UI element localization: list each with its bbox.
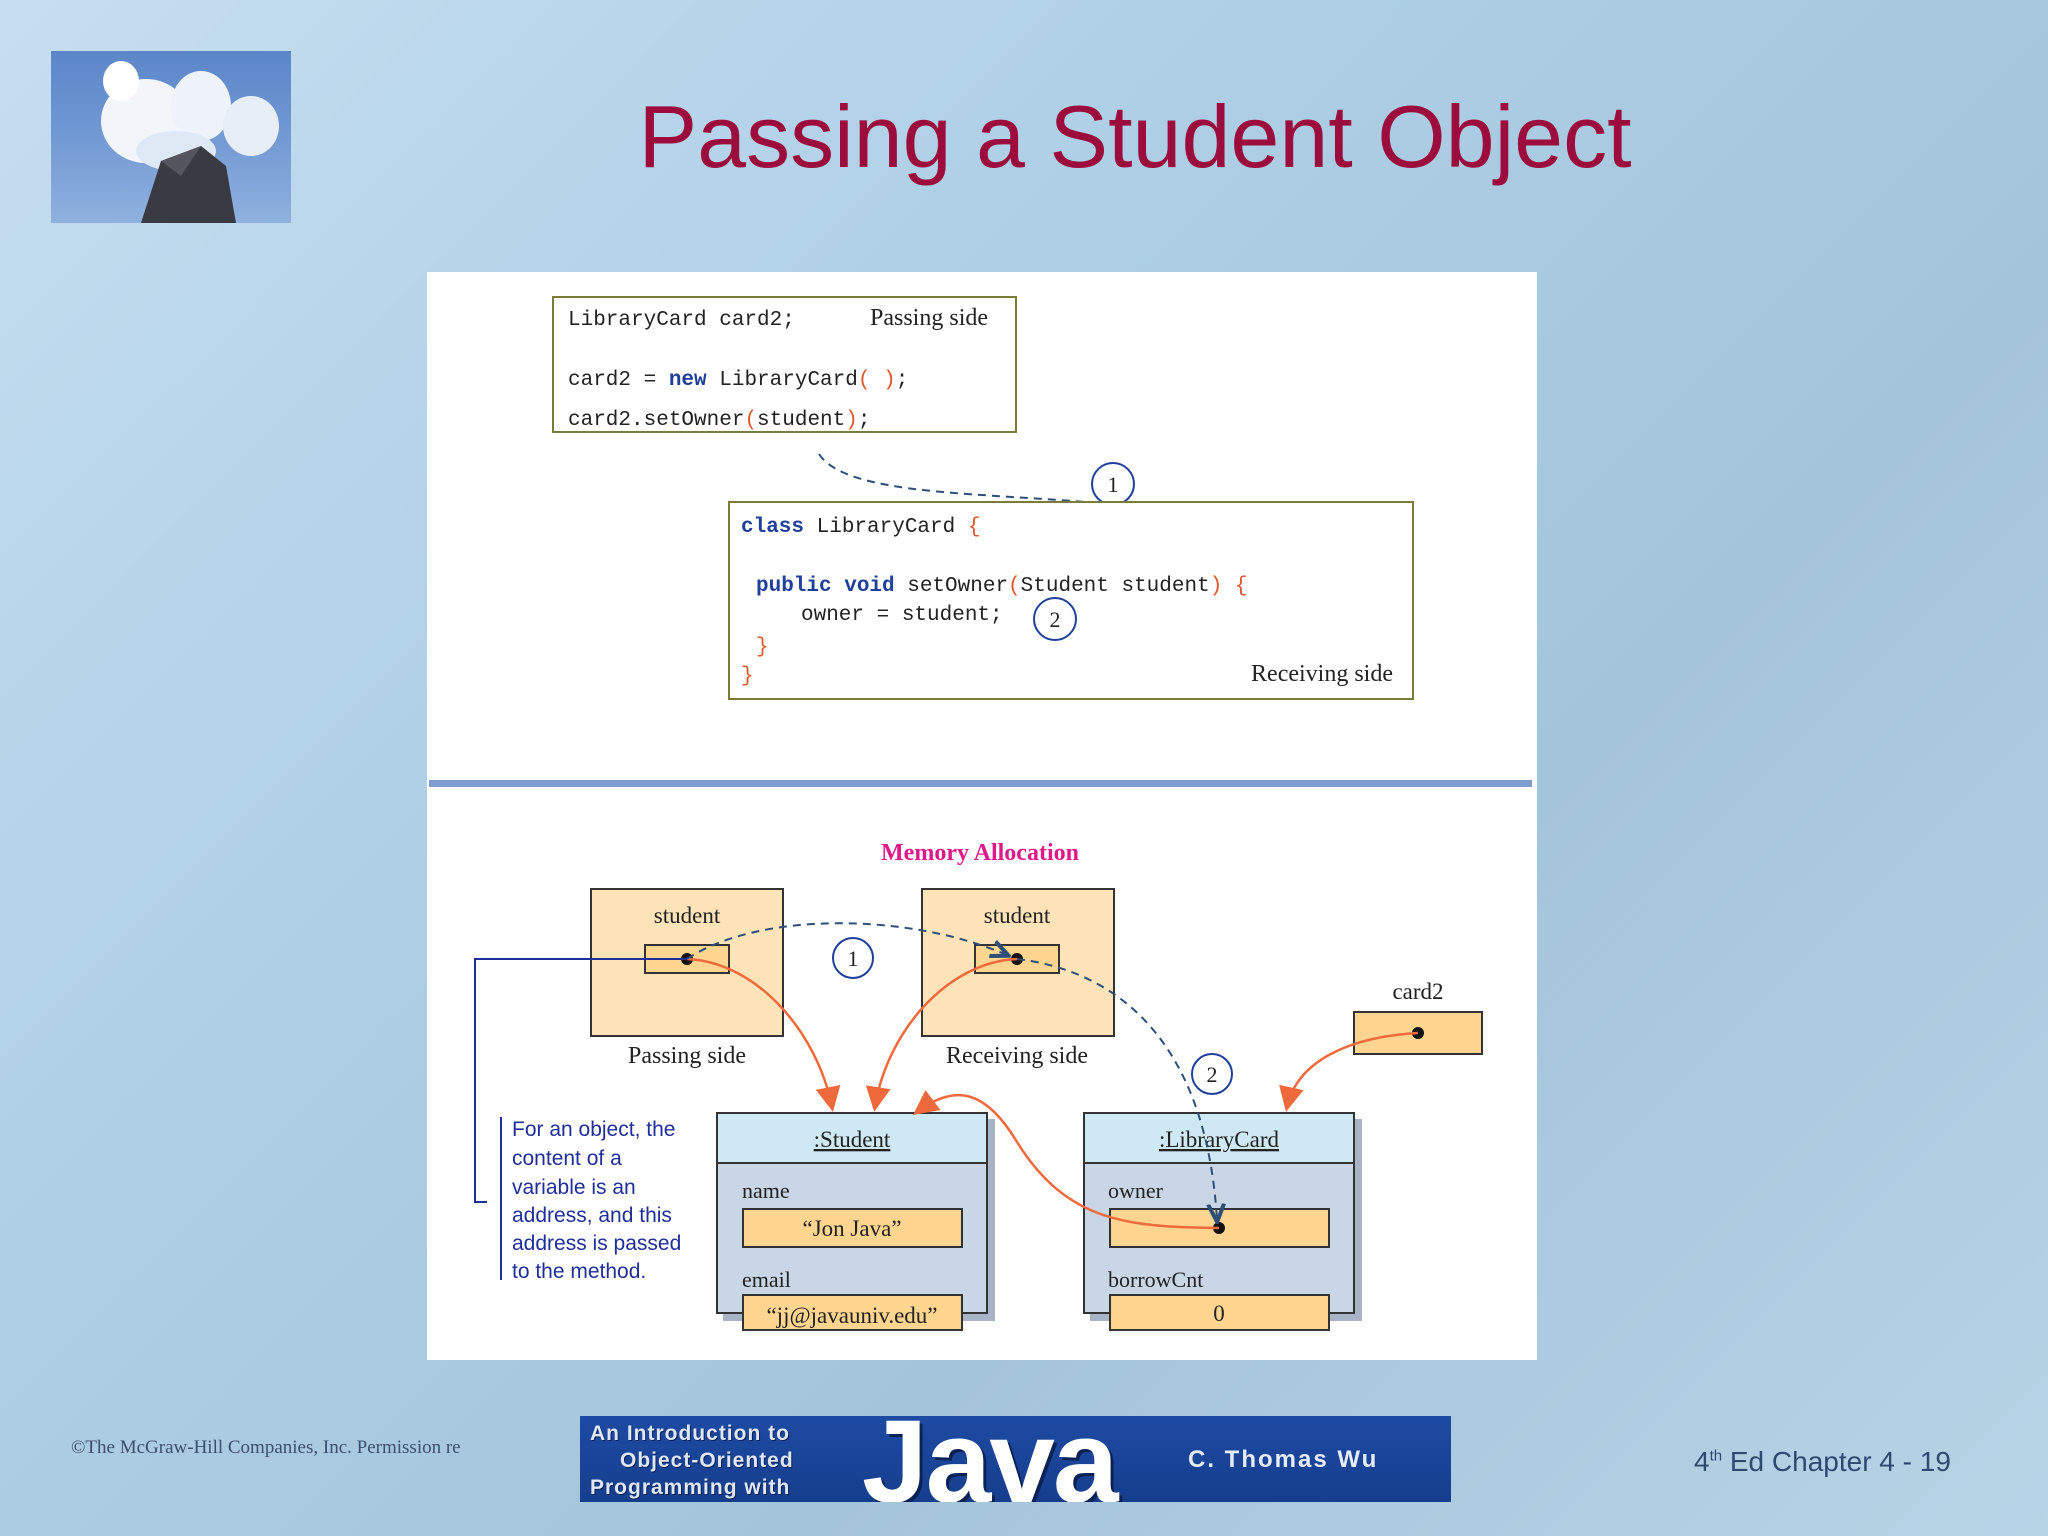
- code-line-class: class LibraryCard {: [741, 516, 980, 539]
- step-2-marker: [1033, 597, 1077, 641]
- librarycard-borrowcnt-slot: [1109, 1294, 1330, 1331]
- figure-canvas: LibraryCard card2; Passing side card2 = …: [429, 296, 1532, 1331]
- receiving-side-label: Receiving side: [946, 1043, 1088, 1069]
- passing-variable-name: student: [654, 903, 721, 928]
- memory-step-2-label: 2: [1207, 1062, 1218, 1087]
- code-line-new: card2 = new LibraryCard( );: [568, 369, 908, 392]
- receiving-side-note: Receiving side: [1251, 661, 1393, 687]
- student-email-slot: [742, 1294, 963, 1331]
- student-object-header: [716, 1112, 988, 1164]
- memory-step-1-marker: [832, 937, 874, 979]
- receiving-variable-name: student: [984, 903, 1051, 928]
- student-object-title: :Student: [814, 1127, 891, 1152]
- section-divider: [429, 780, 1532, 787]
- code-line-setowner: card2.setOwner(student);: [568, 409, 870, 432]
- student-email-field: email: [742, 1267, 791, 1292]
- receiving-code-box: [728, 501, 1414, 700]
- passing-side-note: Passing side: [870, 305, 988, 331]
- wave-rock-photo-icon: [101, 61, 279, 223]
- memory-step-2-marker: [1191, 1053, 1233, 1095]
- card2-reference-arrow: [1279, 1031, 1419, 1112]
- banner-author: C. Thomas Wu: [1188, 1446, 1379, 1473]
- code-line-method: public void setOwner(Student student) {: [756, 575, 1248, 598]
- librarycard-owner-field: owner: [1108, 1178, 1164, 1203]
- receiving-reference-arrow: [865, 957, 1018, 1112]
- student-name-slot: [742, 1208, 963, 1248]
- owner-reference-arrow: [912, 1090, 1220, 1230]
- slide-title: Passing a Student Object: [638, 87, 1632, 186]
- code-line-assign: owner = student;: [801, 604, 1003, 627]
- student-name-value: “Jon Java”: [803, 1216, 902, 1241]
- code-line-close-class: }: [741, 665, 754, 688]
- slide-logo-photo: [51, 51, 291, 223]
- banner-line-2: Object-Oriented: [620, 1449, 794, 1472]
- student-email-value: “jj@javauniv.edu”: [766, 1303, 937, 1328]
- banner-java-logo: Java: [862, 1416, 1119, 1502]
- book-banner: An Introduction to Object-Oriented Progr…: [580, 1416, 1451, 1502]
- librarycard-object-title: :LibraryCard: [1159, 1127, 1280, 1152]
- librarycard-object-header: [1083, 1112, 1355, 1164]
- card2-variable-name: card2: [1392, 979, 1443, 1004]
- address-note: For an object, the content of a variable…: [512, 1118, 687, 1283]
- passing-reference-arrow: [686, 957, 841, 1112]
- code-line-declare: LibraryCard card2;: [568, 309, 795, 332]
- librarycard-borrowcnt-value: 0: [1213, 1301, 1225, 1326]
- memory-step-1-label: 1: [848, 946, 859, 971]
- banner-line-3: Programming with: [590, 1476, 791, 1499]
- librarycard-borrowcnt-field: borrowCnt: [1108, 1267, 1203, 1292]
- passing-code-box: [552, 296, 1017, 433]
- code-line-close-method: }: [756, 636, 769, 659]
- passing-side-label: Passing side: [628, 1043, 746, 1069]
- banner-line-1: An Introduction to: [590, 1422, 790, 1445]
- student-name-field: name: [742, 1178, 790, 1203]
- step-2-label: 2: [1050, 607, 1061, 632]
- memory-flow-arrow-2: [1016, 958, 1217, 1220]
- step-1-label: 1: [1108, 472, 1119, 497]
- note-bracket-line: [474, 958, 687, 1203]
- copyright-footer: ©The McGraw-Hill Companies, Inc. Permiss…: [71, 1437, 461, 1458]
- page-number: 4th Ed Chapter 4 - 19: [1694, 1446, 1951, 1477]
- memory-flow-arrow-1: [686, 922, 1007, 960]
- memory-allocation-title: Memory Allocation: [881, 840, 1079, 866]
- code-memory-figure: LibraryCard card2; Passing side card2 = …: [427, 272, 1537, 1360]
